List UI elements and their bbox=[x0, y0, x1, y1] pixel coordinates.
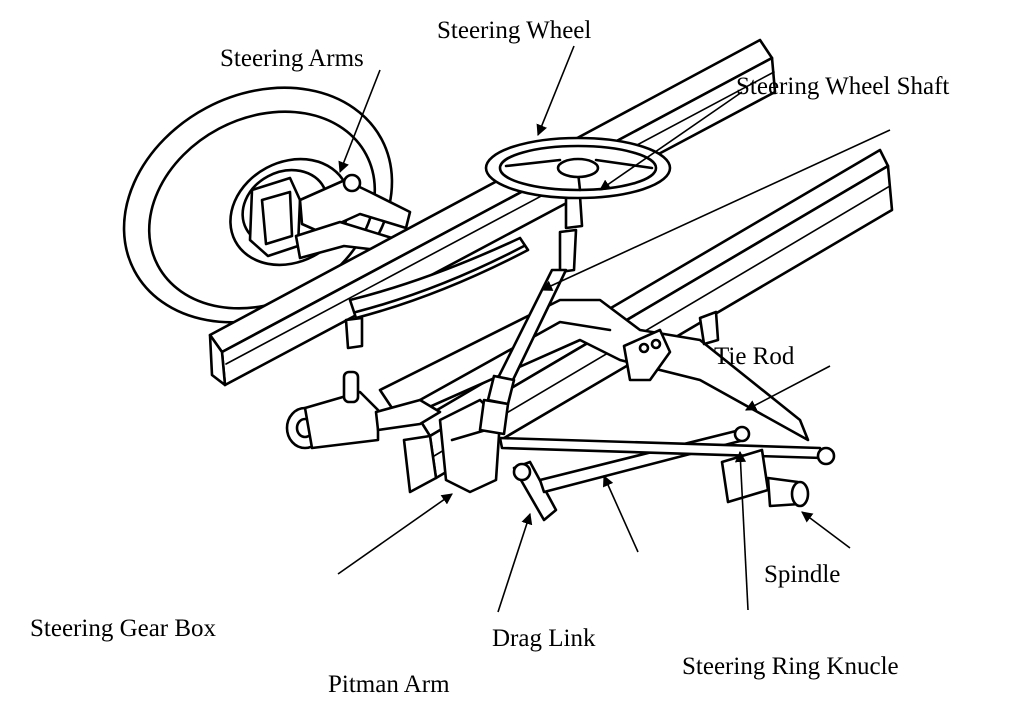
front-axle-beam bbox=[378, 298, 810, 442]
wheel-hub bbox=[248, 176, 302, 258]
label-drag-link: Drag Link bbox=[492, 625, 596, 652]
steering-wheel-part bbox=[484, 136, 672, 200]
steering-gear-box-part bbox=[285, 370, 502, 494]
leader-spindle bbox=[801, 511, 851, 549]
label-spindle: Spindle bbox=[764, 561, 840, 588]
leader-shaft-extension bbox=[540, 129, 891, 291]
leader-steering-gear-box bbox=[337, 493, 453, 575]
label-steering-arms: Steering Arms bbox=[220, 45, 364, 72]
steering-knuckle-part bbox=[720, 448, 810, 508]
knuckle-bracket bbox=[622, 310, 720, 382]
leader-pitman-arm bbox=[497, 512, 533, 613]
leader-drag-link bbox=[603, 474, 639, 553]
leader-steering-ring-knucle bbox=[734, 450, 749, 611]
label-pitman-arm: Pitman Arm bbox=[328, 671, 450, 698]
leader-lines bbox=[337, 45, 891, 613]
leader-steering-wheel bbox=[536, 45, 575, 137]
frame-rail-rear bbox=[402, 148, 894, 494]
drag-link-part bbox=[538, 425, 751, 494]
leader-tie-rod bbox=[745, 365, 831, 411]
label-tie-rod: Tie Rod bbox=[714, 343, 795, 370]
label-steering-gear-box: Steering Gear Box bbox=[30, 615, 217, 642]
leaf-spring bbox=[344, 236, 530, 350]
label-steering-wheel: Steering Wheel bbox=[437, 17, 591, 44]
pitman-arm-part bbox=[512, 460, 558, 522]
label-steering-wheel-shaft: Steering Wheel Shaft bbox=[736, 73, 949, 100]
label-steering-ring-knucle: Steering Ring Knucle bbox=[682, 653, 899, 680]
steering-column bbox=[478, 194, 584, 436]
leader-steering-wheel-shaft bbox=[599, 91, 743, 191]
leader-steering-arms bbox=[338, 69, 381, 174]
